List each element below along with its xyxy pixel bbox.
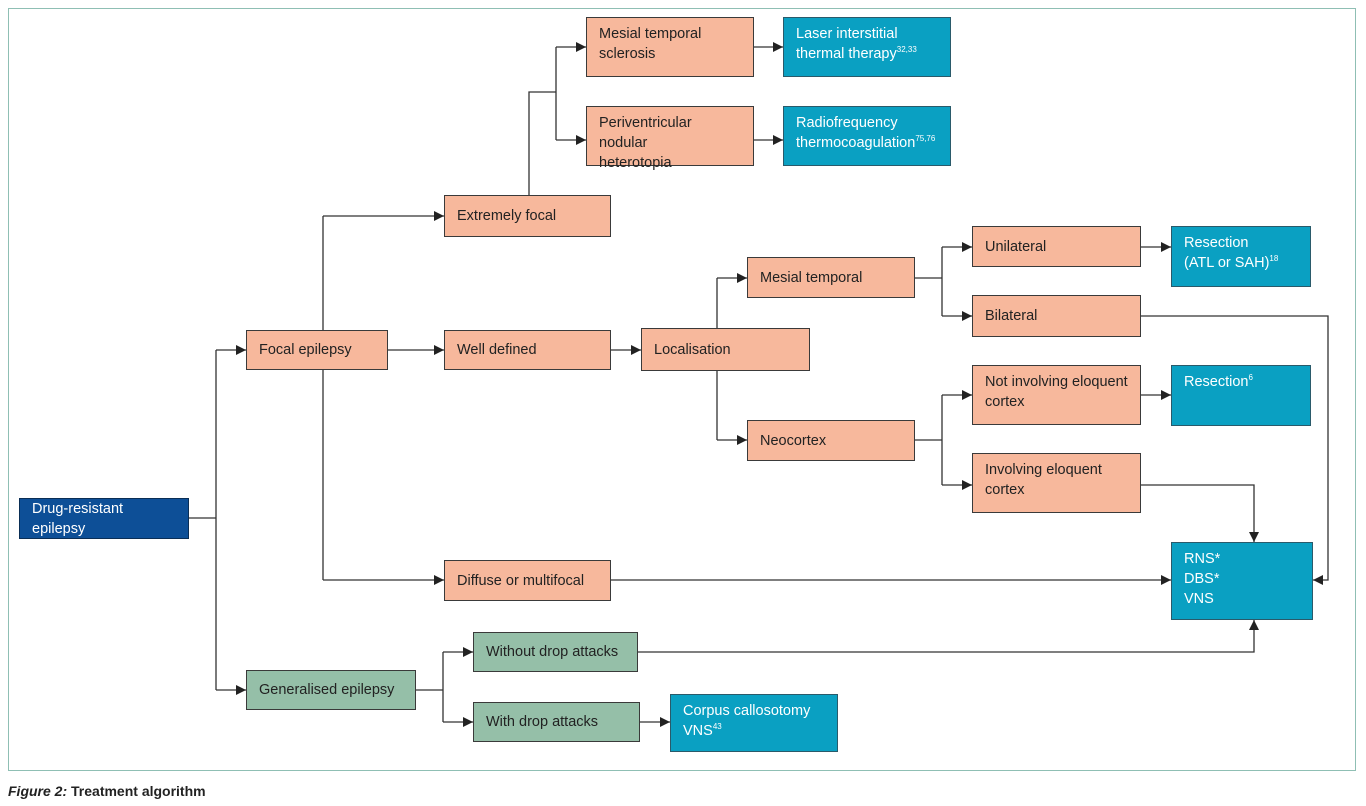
arrow-bilateral-to-neuromod: [1141, 315, 1329, 585]
resection-atl-line1: Resection: [1184, 235, 1249, 251]
localisation-label: Localisation: [654, 341, 731, 358]
resection-line1: Resection: [1184, 374, 1249, 390]
rf-line2-wrap: thermocoagulation75,76: [796, 133, 935, 153]
generalised-epilepsy-node: Generalised epilepsy: [246, 670, 416, 710]
arrow-eloquent-to-neuromod: [1141, 484, 1259, 542]
resection-atl-ref: 18: [1269, 254, 1279, 264]
corpus-callosotomy-node: Corpus callosotomy VNS43: [670, 694, 838, 752]
with-drop-label: With drop attacks: [486, 714, 599, 730]
eloquent-line1: Involving eloquent: [985, 462, 1102, 478]
diffuse-multifocal-node: Diffuse or multifocal: [444, 560, 611, 601]
link-extremely-focal-up: [528, 91, 556, 195]
callosotomy-line1: Corpus callosotomy: [683, 703, 811, 719]
resection-ref: 6: [1248, 373, 1253, 383]
rf-line1: Radiofrequency: [796, 115, 898, 131]
mesial-temporal-sclerosis-node: Mesial temporal sclerosis: [586, 17, 754, 77]
litt-line1: Laser interstitial: [796, 26, 898, 42]
not-eloquent-cortex-node: Not involving eloquent cortex: [972, 365, 1141, 425]
neocortex-label: Neocortex: [760, 432, 827, 449]
mts-line2: sclerosis: [599, 46, 656, 62]
rns-label: RNS*: [1184, 551, 1221, 567]
eloquent-line2: cortex: [985, 482, 1025, 498]
diffuse-multifocal-label: Diffuse or multifocal: [457, 572, 585, 589]
without-drop-label: Without drop attacks: [486, 644, 619, 660]
drug-resistant-epilepsy-node: Drug-resistant epilepsy: [19, 498, 189, 539]
neocortex-node: Neocortex: [747, 420, 915, 461]
generalised-epilepsy-label: Generalised epilepsy: [259, 682, 395, 698]
figure-frame: [8, 8, 1356, 771]
mesial-temporal-node: Mesial temporal: [747, 257, 915, 298]
resection-atl-node: Resection (ATL or SAH)18: [1171, 226, 1311, 287]
arrow-without-drop-to-neuromod: [638, 620, 1259, 653]
caption-label: Figure 2:: [8, 783, 68, 799]
resection-line-wrap: Resection6: [1184, 372, 1253, 392]
vns-label: VNS: [1184, 591, 1214, 607]
eloquent-cortex-node: Involving eloquent cortex: [972, 453, 1141, 513]
laser-therapy-node: Laser interstitial thermal therapy32,33: [783, 17, 951, 77]
mts-line1: Mesial temporal: [599, 26, 702, 42]
localisation-node: Localisation: [641, 328, 810, 371]
rf-line2: thermocoagulation: [796, 135, 916, 151]
without-drop-attacks-node: Without drop attacks: [473, 632, 638, 672]
rf-ref: 75,76: [915, 134, 936, 144]
not-eloquent-line1: Not involving eloquent: [985, 374, 1128, 390]
radiofrequency-node: Radiofrequency thermocoagulation75,76: [783, 106, 951, 166]
not-eloquent-line2: cortex: [985, 394, 1025, 410]
well-defined-label: Well defined: [457, 342, 537, 358]
focal-epilepsy-node: Focal epilepsy: [246, 330, 388, 370]
well-defined-node: Well defined: [444, 330, 611, 370]
litt-line2-wrap: thermal therapy32,33: [796, 44, 917, 64]
callosotomy-line2-wrap: VNS43: [683, 721, 810, 741]
pnh-line1: Periventricular nodular: [599, 115, 692, 151]
drug-resistant-epilepsy-label: Drug-resistant epilepsy: [32, 500, 124, 537]
figure-caption: Figure 2: Treatment algorithm: [8, 783, 206, 799]
callosotomy-ref: 43: [712, 722, 722, 732]
extremely-focal-label: Extremely focal: [457, 208, 557, 224]
bilateral-label: Bilateral: [985, 308, 1038, 324]
litt-ref: 32,33: [896, 45, 917, 55]
pnh-line2: heterotopia: [599, 155, 672, 171]
resection-atl-line2: (ATL or SAH): [1184, 255, 1270, 271]
neuromodulation-node: RNS* DBS* VNS: [1171, 542, 1313, 620]
focal-epilepsy-label: Focal epilepsy: [259, 342, 352, 358]
unilateral-node: Unilateral: [972, 226, 1141, 267]
bilateral-node: Bilateral: [972, 295, 1141, 337]
caption-title: Treatment algorithm: [71, 783, 206, 799]
periventricular-heterotopia-node: Periventricular nodular heterotopia: [586, 106, 754, 171]
mesial-temporal-label: Mesial temporal: [760, 269, 863, 286]
resection-node: Resection6: [1171, 365, 1311, 426]
extremely-focal-node: Extremely focal: [444, 195, 611, 237]
litt-line2: thermal therapy: [796, 46, 897, 62]
callosotomy-line2: VNS: [683, 723, 713, 739]
with-drop-attacks-node: With drop attacks: [473, 702, 640, 742]
resection-atl-line2-wrap: (ATL or SAH)18: [1184, 253, 1278, 273]
unilateral-label: Unilateral: [985, 238, 1047, 255]
dbs-label: DBS*: [1184, 571, 1220, 587]
